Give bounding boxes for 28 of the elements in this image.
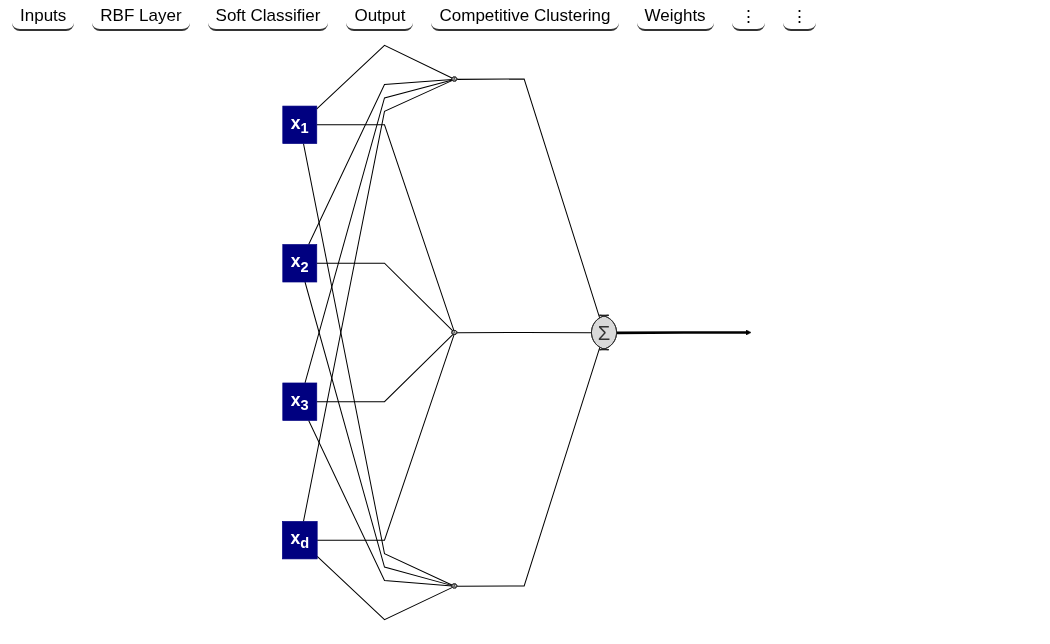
layer-label: Competitive Clustering — [431, 6, 619, 31]
node-box: x$_{2}$ — [282, 243, 318, 282]
connector — [308, 419, 453, 587]
node-box: x$_{3}$ — [282, 382, 318, 421]
connector — [316, 44, 454, 109]
connector — [316, 333, 455, 541]
connector — [456, 346, 601, 587]
connector — [316, 333, 454, 402]
arrow — [617, 329, 752, 335]
layer-label: ⋮ — [782, 6, 816, 31]
connector — [303, 142, 454, 586]
node-box: x$_{d}$ — [282, 520, 318, 559]
layer-label: Weights — [636, 6, 714, 31]
connector — [308, 78, 453, 245]
node-box: x$_{1}$ — [282, 105, 318, 144]
connector — [304, 281, 453, 586]
layer-label: Soft Classifier — [207, 6, 329, 31]
connector — [304, 79, 453, 383]
connector — [303, 79, 454, 522]
connector — [456, 331, 593, 333]
layer-label: ⋮ — [731, 6, 765, 31]
connector — [316, 262, 454, 332]
connector — [316, 555, 454, 620]
connector — [456, 78, 601, 319]
layer-label: Inputs — [12, 6, 75, 31]
layer-label: RBF Layer — [92, 6, 190, 31]
connector — [316, 123, 455, 331]
layer-label: Output — [346, 6, 414, 31]
